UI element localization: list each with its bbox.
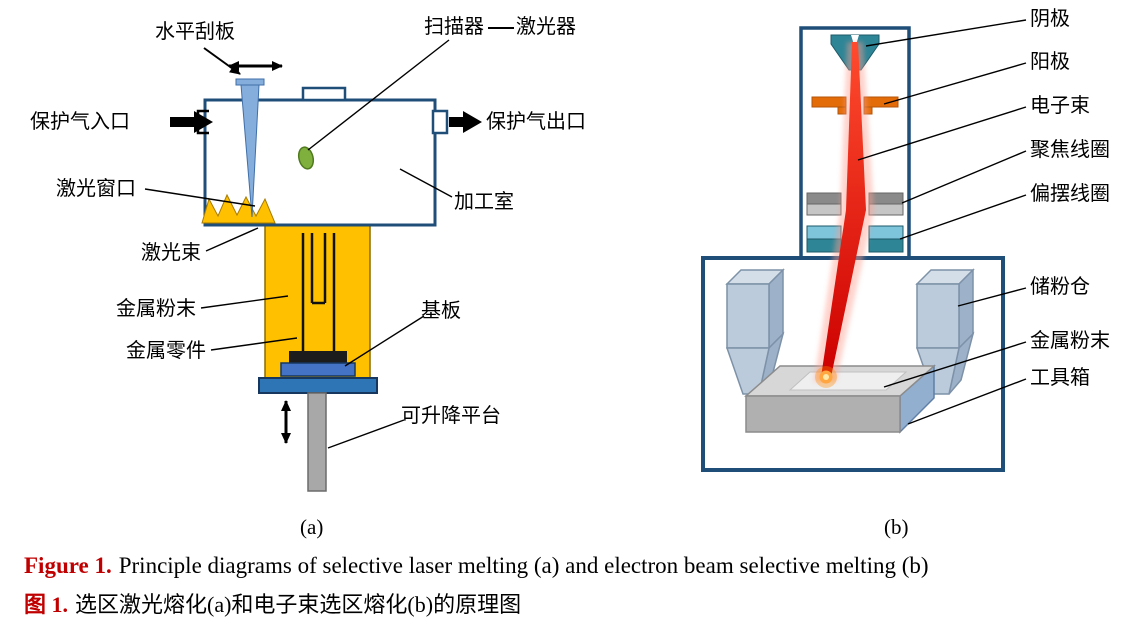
caption-chinese: 图 1.选区激光熔化(a)和电子束选区熔化(b)的原理图 [24, 587, 521, 619]
chamber-outline [203, 98, 437, 227]
deflection-coils [806, 225, 904, 253]
label-scanner: 扫描器 [424, 16, 484, 38]
substrate-plate [280, 362, 356, 377]
powder-bed-recess [788, 371, 908, 391]
scraper-top-bar [235, 78, 265, 86]
caption-en-text: Principle diagrams of selective laser me… [118, 553, 929, 578]
powder-pile [201, 193, 276, 224]
label-metal-powder-b: 金属粉末 [1030, 330, 1110, 352]
leader-metal-part [210, 337, 298, 351]
label-metal-powder-a: 金属粉末 [116, 298, 196, 320]
caption-en-prefix: Figure 1. [24, 553, 112, 578]
platform-bar [258, 377, 378, 394]
label-laser-beam: 激光束 [141, 242, 201, 264]
caption-zh-prefix: 图 1. [24, 592, 69, 617]
label-anode: 阳极 [1030, 51, 1070, 73]
label-laser-window: 激光窗口 [56, 178, 136, 200]
leader-lines-a [144, 27, 514, 449]
powder-hopper-left [725, 268, 785, 395]
slab-front [745, 395, 901, 433]
label-lift-platform: 可升降平台 [401, 405, 501, 427]
leader-lines-b [857, 19, 1027, 425]
panel-a-tag: (a) [300, 515, 324, 539]
label-focus-coil: 聚焦线圈 [1030, 139, 1110, 161]
electron-beam [821, 42, 866, 377]
leader-laser-beam [205, 227, 259, 252]
label-gas-inlet: 保护气入口 [30, 111, 130, 133]
build-slab [744, 364, 936, 434]
label-deflection-coil: 偏摆线圈 [1030, 183, 1110, 205]
leader-electron-beam [857, 106, 1027, 161]
metal-part-lines [301, 233, 336, 351]
leader-tool-box [907, 378, 1027, 425]
leader-substrate [344, 315, 425, 367]
gas-outlet-stub [431, 109, 449, 135]
leader-laser-window [144, 188, 256, 207]
leader-focus-coil [901, 150, 1027, 204]
powder-hopper-right [915, 268, 975, 395]
leader-cathode [865, 19, 1027, 47]
leader-metal-powder-b [883, 341, 1027, 388]
caption-zh-text: 选区激光熔化(a)和电子束选区熔化(b)的原理图 [75, 592, 522, 617]
leader-lift-platform [327, 419, 405, 449]
label-laser: 激光器 [516, 16, 576, 38]
panel-b-diagram [701, 26, 1005, 472]
gas-inlet-arrow [170, 111, 213, 133]
label-tool-box: 工具箱 [1030, 367, 1090, 389]
leader-anode [883, 62, 1027, 105]
label-scraper: 水平刮板 [155, 21, 235, 43]
label-cathode: 阴极 [1030, 8, 1070, 30]
panel-b-tag: (b) [884, 515, 909, 539]
label-substrate: 基板 [421, 300, 461, 322]
leader-scraper [203, 47, 241, 75]
beam-spot [815, 366, 837, 388]
scanner-mirror [297, 146, 315, 170]
anode-bars [811, 96, 899, 115]
label-metal-part: 金属零件 [126, 340, 206, 362]
scraper-blade [240, 84, 260, 218]
leader-chamber [399, 168, 453, 198]
piston-rod [307, 392, 327, 492]
leader-deflection-coil [899, 194, 1027, 240]
part-slab [289, 351, 347, 364]
label-powder-bin: 储粉仓 [1030, 276, 1090, 298]
leader-scanner [307, 39, 450, 151]
caption-english: Figure 1.Principle diagrams of selective… [24, 553, 929, 579]
label-chamber: 加工室 [454, 191, 514, 213]
label-electron-beam: 电子束 [1030, 95, 1090, 117]
leader-powder-bin [957, 287, 1027, 307]
label-gas-outlet: 保护气出口 [486, 111, 586, 133]
gas-outlet-arrow [449, 111, 482, 133]
leader-metal-powder-a [200, 295, 289, 309]
laser-window-box [301, 86, 347, 102]
